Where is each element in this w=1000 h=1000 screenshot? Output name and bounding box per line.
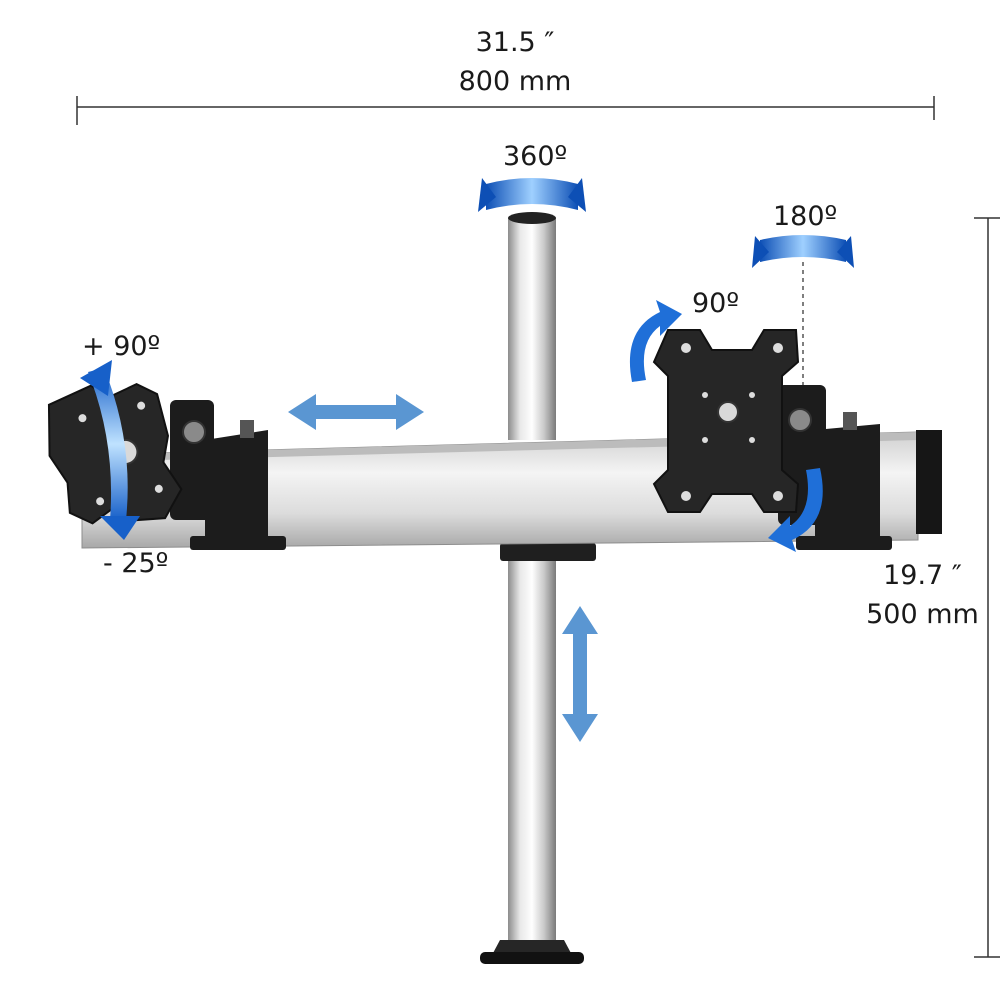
right-vesa-plate	[652, 329, 800, 513]
width-inches-label: 31.5 ″	[475, 27, 555, 58]
right-rotation-icon	[629, 300, 823, 552]
right-swivel-icon	[752, 235, 854, 268]
right-swivel-label: 180º	[773, 201, 838, 232]
left-tilt-icon	[80, 360, 140, 540]
double-arrow-vertical-icon	[562, 606, 598, 742]
pole-base	[480, 940, 584, 964]
pole-swivel-icon	[478, 178, 586, 212]
pole-swivel-label: 360º	[503, 141, 568, 172]
height-dimension-line	[974, 217, 1000, 958]
right-rotation-label: 90º	[692, 288, 740, 319]
pole	[500, 212, 596, 945]
height-inches-label: 19.7 ″	[883, 560, 962, 591]
width-dimension-line	[76, 96, 935, 125]
height-mm-label: 500 mm	[866, 599, 979, 630]
left-tilt-up-label: + 90º	[82, 331, 161, 362]
left-tilt-down-label: - 25º	[103, 548, 169, 579]
width-mm-label: 800 mm	[458, 66, 572, 97]
right-clamp-bracket	[778, 385, 892, 550]
double-arrow-horizontal-icon	[288, 394, 424, 430]
